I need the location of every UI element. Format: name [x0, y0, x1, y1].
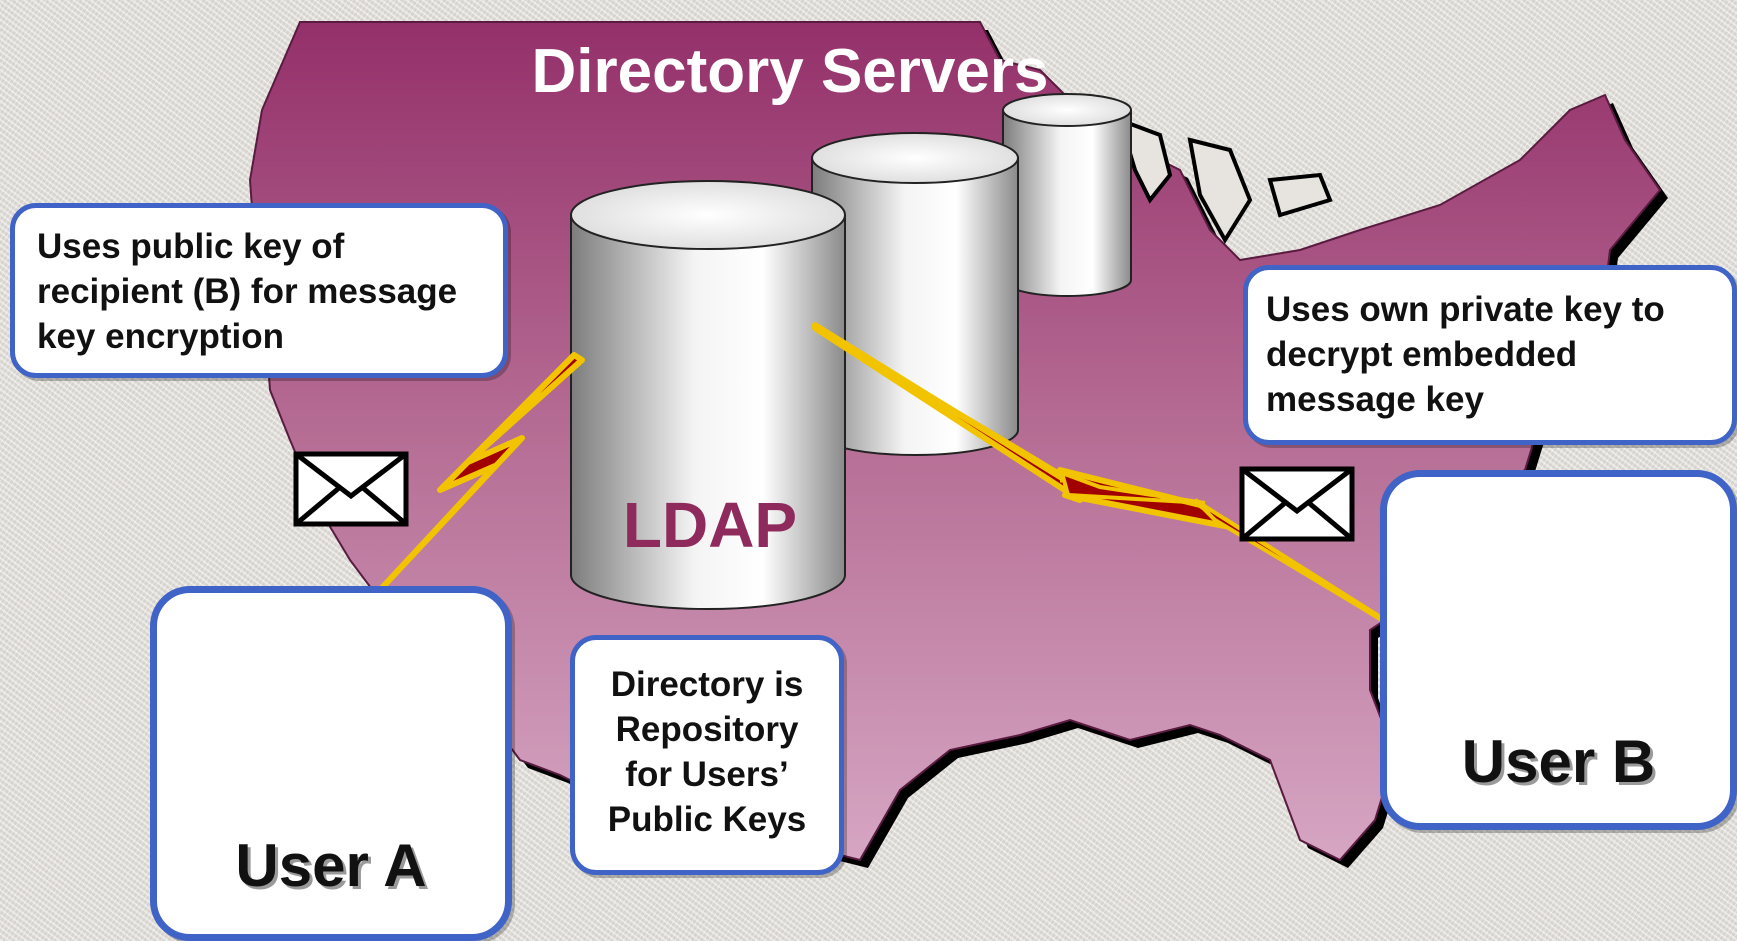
- database-cylinder-icon: [1002, 93, 1132, 297]
- great-lakes: [1116, 116, 1333, 244]
- envelope-icon: [1242, 469, 1352, 539]
- envelope-icon: [296, 454, 406, 524]
- sender-note-text: Uses public key of recipient (B) for mes…: [37, 227, 458, 356]
- user-b-box: User B: [1380, 470, 1737, 830]
- sender-note: Uses public key of recipient (B) for mes…: [10, 203, 508, 378]
- diagram-title: Directory Servers: [531, 37, 1049, 106]
- recipient-note-text: Uses own private key to decrypt embedded…: [1266, 290, 1665, 419]
- directory-note: Directory is Repository for Users’ Publi…: [570, 635, 844, 875]
- database-cylinder-icon: [811, 132, 1019, 456]
- ldap-label: LDAP: [622, 489, 798, 561]
- lightning-bolt-icon: [377, 352, 585, 593]
- database-cylinder-icon: [570, 180, 846, 610]
- user-a-label: User A: [235, 832, 427, 899]
- user-a-box: User A: [150, 586, 512, 941]
- directory-note-text: Directory is Repository for Users’ Publi…: [607, 665, 807, 839]
- recipient-note: Uses own private key to decrypt embedded…: [1243, 265, 1737, 445]
- user-b-label: User B: [1461, 728, 1656, 795]
